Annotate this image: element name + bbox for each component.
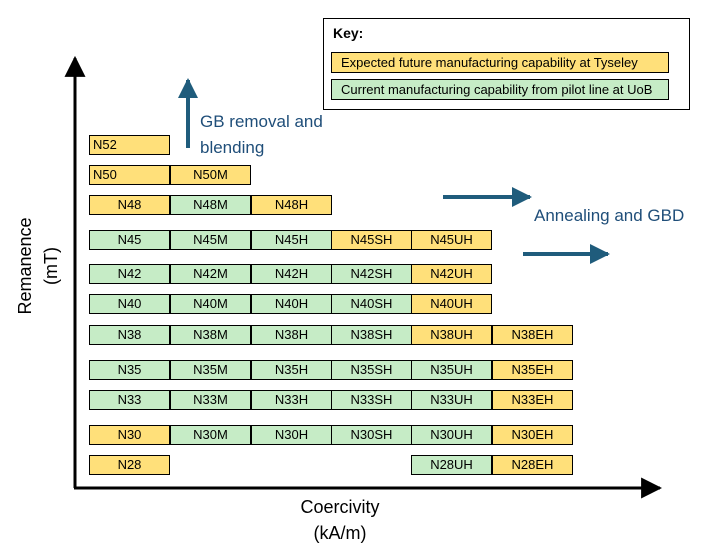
grade-cell-n33m: N33M — [170, 390, 251, 410]
grade-cell-n42uh: N42UH — [411, 264, 492, 284]
legend-key: Key: Expected future manufacturing capab… — [323, 18, 690, 110]
grade-cell-n50m: N50M — [170, 165, 251, 185]
x-axis-title-line2: (kA/m) — [313, 523, 367, 543]
grade-cell-n30h: N30H — [251, 425, 332, 445]
x-axis-title-line1: Coercivity — [300, 497, 380, 517]
grade-cell-n48h: N48H — [251, 195, 332, 215]
grade-cell-n30sh: N30SH — [331, 425, 412, 445]
grade-cell-n30eh: N30EH — [492, 425, 573, 445]
grade-cell-n33eh: N33EH — [492, 390, 573, 410]
grade-cell-n45m: N45M — [170, 230, 251, 250]
grade-cell-n42h: N42H — [251, 264, 332, 284]
grade-cell-n35eh: N35EH — [492, 360, 573, 380]
legend-item-future: Expected future manufacturing capability… — [331, 52, 669, 73]
grade-cell-n30uh: N30UH — [411, 425, 492, 445]
grade-cell-n52: N52 — [89, 135, 170, 155]
grade-cell-n28uh: N28UH — [411, 455, 492, 475]
grade-cell-n33sh: N33SH — [331, 390, 412, 410]
grade-cell-n48: N48 — [89, 195, 170, 215]
grade-cell-n33h: N33H — [251, 390, 332, 410]
grade-cell-n28eh: N28EH — [492, 455, 573, 475]
grade-cell-n35sh: N35SH — [331, 360, 412, 380]
grade-cell-n42sh: N42SH — [331, 264, 412, 284]
grade-cell-n38eh: N38EH — [492, 325, 573, 345]
legend-title: Key: — [333, 25, 364, 41]
grade-cell-n50: N50 — [89, 165, 170, 185]
grade-cell-n45uh: N45UH — [411, 230, 492, 250]
grade-cell-n48m: N48M — [170, 195, 251, 215]
grade-cell-n33: N33 — [89, 390, 170, 410]
grade-cell-n30m: N30M — [170, 425, 251, 445]
grade-cell-n45sh: N45SH — [331, 230, 412, 250]
grade-cell-n40sh: N40SH — [331, 294, 412, 314]
grade-cell-n38m: N38M — [170, 325, 251, 345]
grade-cell-n35m: N35M — [170, 360, 251, 380]
grade-cell-n40h: N40H — [251, 294, 332, 314]
gb-removal-label-line1: GB removal and — [200, 112, 323, 131]
grade-cell-n40uh: N40UH — [411, 294, 492, 314]
grade-cell-n33uh: N33UH — [411, 390, 492, 410]
grade-cell-n40m: N40M — [170, 294, 251, 314]
grade-cell-n45h: N45H — [251, 230, 332, 250]
grade-cell-n28: N28 — [89, 455, 170, 475]
y-axis-title-line1: Remanence — [15, 217, 35, 315]
grade-cell-n40: N40 — [89, 294, 170, 314]
grade-cell-n35: N35 — [89, 360, 170, 380]
y-axis-title-line2: (mT) — [41, 247, 61, 285]
grade-cell-n38uh: N38UH — [411, 325, 492, 345]
grade-cell-n42m: N42M — [170, 264, 251, 284]
annealing-gbd-label: Annealing and GBD — [534, 206, 685, 225]
y-axis-title: Remanence (mT) — [12, 206, 64, 326]
grade-cell-n30: N30 — [89, 425, 170, 445]
grade-cell-n35h: N35H — [251, 360, 332, 380]
x-axis-title: Coercivity (kA/m) — [270, 494, 410, 546]
grade-cell-n38: N38 — [89, 325, 170, 345]
gb-removal-label-line2: blending — [200, 138, 265, 157]
grade-cell-n42: N42 — [89, 264, 170, 284]
legend-item-current: Current manufacturing capability from pi… — [331, 79, 669, 100]
grade-cell-n38h: N38H — [251, 325, 332, 345]
grade-cell-n45: N45 — [89, 230, 170, 250]
grade-cell-n38sh: N38SH — [331, 325, 412, 345]
grade-cell-n35uh: N35UH — [411, 360, 492, 380]
